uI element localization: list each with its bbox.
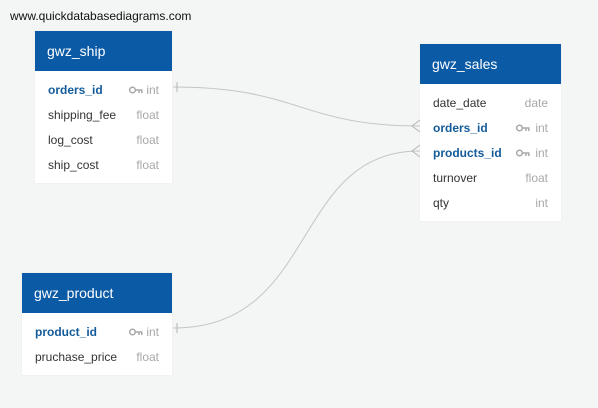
column-name: turnover	[433, 171, 478, 185]
watermark-text: www.quickdatabasediagrams.com	[10, 9, 192, 23]
table-header[interactable]: gwz_product	[22, 273, 172, 313]
column-type: float	[136, 158, 159, 172]
column-name: date_date	[433, 96, 487, 110]
column-row[interactable]: turnover float	[420, 166, 561, 191]
column-name: pruchase_price	[35, 350, 118, 364]
column-row[interactable]: ship_cost float	[35, 153, 172, 178]
column-row[interactable]: log_cost float	[35, 128, 172, 153]
column-type: float	[136, 133, 159, 147]
key-icon	[129, 328, 143, 336]
column-type: float	[525, 171, 548, 185]
column-name: qty	[433, 196, 450, 210]
table-header[interactable]: gwz_ship	[35, 31, 172, 71]
table-gwz-product[interactable]: gwz_product product_id int pruchase_pric…	[22, 273, 172, 375]
column-name: ship_cost	[48, 158, 99, 172]
column-type: int	[535, 196, 548, 210]
column-type: int	[535, 121, 548, 135]
column-type: int	[535, 146, 548, 160]
column-name: orders_id	[433, 121, 488, 135]
column-row[interactable]: qty int	[420, 191, 561, 216]
column-name: product_id	[35, 325, 97, 339]
table-gwz-sales[interactable]: gwz_sales date_date date orders_id int p…	[420, 44, 561, 221]
table-header[interactable]: gwz_sales	[420, 44, 561, 84]
column-row[interactable]: pruchase_price float	[22, 345, 172, 370]
key-icon	[516, 149, 530, 157]
column-name: shipping_fee	[48, 108, 117, 122]
column-name: products_id	[433, 146, 502, 160]
column-type: date	[524, 96, 548, 110]
column-type: float	[136, 350, 159, 364]
key-icon	[516, 124, 530, 132]
column-row[interactable]: products_id int	[420, 141, 561, 166]
column-row[interactable]: orders_id int	[420, 116, 561, 141]
table-gwz-ship[interactable]: gwz_ship orders_id int shipping_fee floa…	[35, 31, 172, 183]
column-row[interactable]: product_id int	[22, 320, 172, 345]
column-name: orders_id	[48, 83, 103, 97]
crowfoot-sales-orders	[411, 119, 421, 133]
column-type: int	[146, 83, 159, 97]
column-row[interactable]: orders_id int	[35, 78, 172, 103]
crowfoot-sales-products	[411, 144, 421, 158]
column-name: log_cost	[48, 133, 93, 147]
column-type: float	[136, 108, 159, 122]
column-row[interactable]: shipping_fee float	[35, 103, 172, 128]
column-row[interactable]: date_date date	[420, 91, 561, 116]
link-ship-orders-to-sales-orders[interactable]	[172, 86, 421, 127]
column-type: int	[146, 325, 159, 339]
key-icon	[129, 86, 143, 94]
link-product-to-sales-products[interactable]	[172, 150, 421, 329]
